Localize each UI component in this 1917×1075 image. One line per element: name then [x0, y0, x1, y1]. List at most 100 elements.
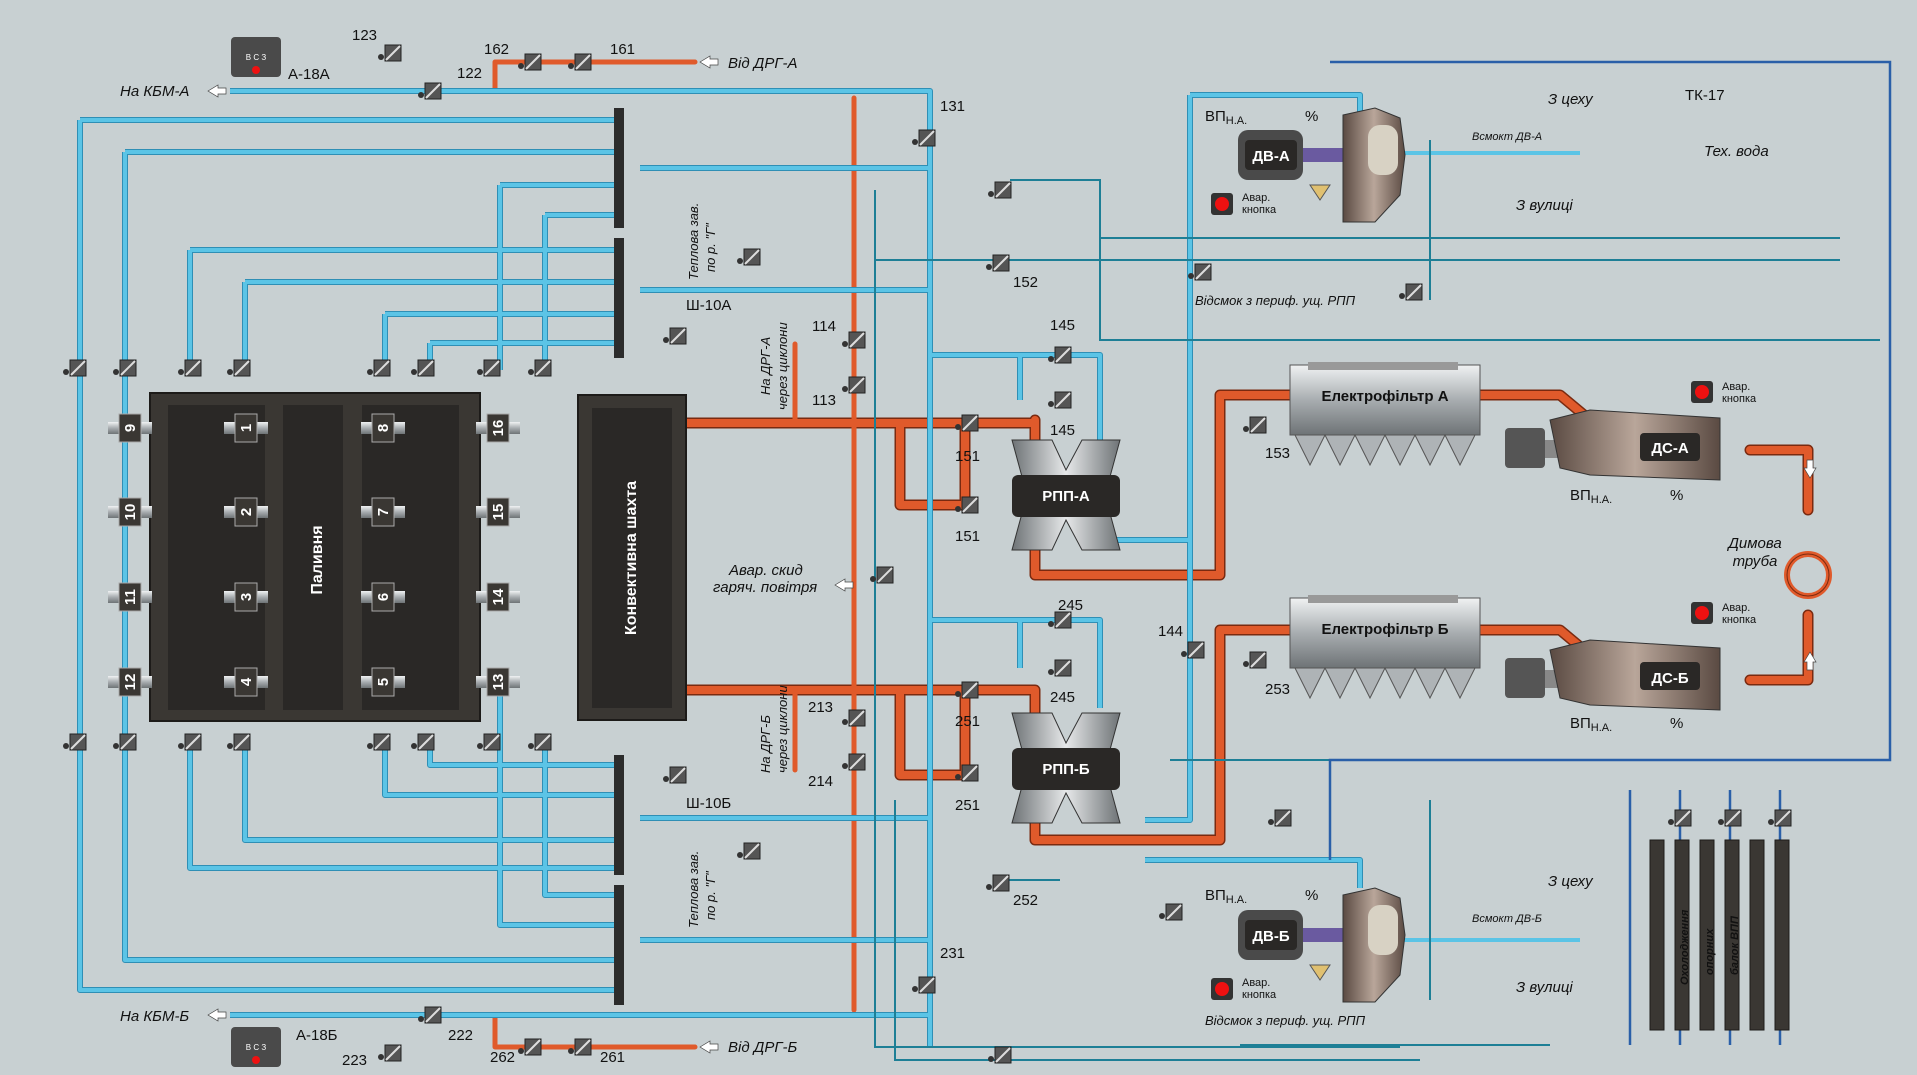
valve[interactable] — [411, 359, 435, 377]
valve-number-161: 161 — [610, 41, 635, 58]
burner-4[interactable]: 4 — [224, 667, 268, 697]
valve[interactable] — [477, 359, 501, 377]
svg-text:В С З: В С З — [246, 1043, 267, 1052]
ds-a-label: ДС-А — [1651, 440, 1689, 457]
valve[interactable] — [842, 753, 866, 771]
valve[interactable] — [1768, 809, 1792, 827]
valve[interactable] — [227, 733, 251, 751]
valve[interactable] — [418, 82, 442, 100]
valve[interactable] — [870, 566, 894, 584]
valve[interactable] — [955, 764, 979, 782]
valve[interactable] — [418, 1006, 442, 1024]
valve[interactable] — [842, 331, 866, 349]
valve[interactable] — [227, 359, 251, 377]
valve[interactable] — [1399, 283, 1423, 301]
valve[interactable] — [528, 733, 552, 751]
valve[interactable] — [1048, 346, 1072, 364]
valve[interactable] — [378, 1044, 402, 1062]
burner-1[interactable]: 1 — [224, 413, 268, 443]
valve[interactable] — [518, 1038, 542, 1056]
valve[interactable] — [1243, 651, 1267, 669]
burner-12[interactable]: 12 — [108, 667, 152, 697]
valve[interactable] — [842, 376, 866, 394]
valve[interactable] — [528, 359, 552, 377]
valve[interactable] — [1268, 809, 1292, 827]
emergency-button-dv-b[interactable]: Авар. кнопка — [1211, 977, 1277, 1001]
valve[interactable] — [986, 254, 1010, 272]
valve[interactable] — [986, 874, 1010, 892]
ds-b-label: ДС-Б — [1651, 670, 1689, 687]
valve[interactable] — [912, 129, 936, 147]
flow-arrows — [207, 55, 1817, 1054]
valve[interactable] — [737, 842, 761, 860]
burner-5[interactable]: 5 — [361, 667, 405, 697]
burner-2[interactable]: 2 — [224, 497, 268, 527]
valve[interactable] — [1048, 659, 1072, 677]
valve[interactable] — [955, 414, 979, 432]
valve[interactable] — [178, 359, 202, 377]
valve[interactable] — [663, 766, 687, 784]
valve[interactable] — [367, 359, 391, 377]
valve-number-252: 252 — [1013, 892, 1038, 909]
emergency-button-dv-a[interactable]: Авар. кнопка — [1211, 192, 1277, 216]
a18a-label: А-18А — [288, 66, 330, 83]
valve[interactable] — [178, 733, 202, 751]
valve[interactable] — [113, 733, 137, 751]
valve[interactable] — [411, 733, 435, 751]
valve[interactable] — [912, 976, 936, 994]
emergency-button-ds-b[interactable]: Авар. кнопка — [1691, 602, 1757, 626]
valve[interactable] — [1188, 263, 1212, 281]
valve[interactable] — [1159, 903, 1183, 921]
valve[interactable] — [1668, 809, 1692, 827]
burner-7[interactable]: 7 — [361, 497, 405, 527]
valve[interactable] — [988, 1046, 1012, 1064]
valve[interactable] — [518, 53, 542, 71]
burner-label: 6 — [375, 593, 392, 601]
valve-number-131: 131 — [940, 98, 965, 115]
burner-3[interactable]: 3 — [224, 582, 268, 612]
burner-11[interactable]: 11 — [108, 582, 152, 612]
valve-number-214: 214 — [808, 773, 833, 790]
burner-14[interactable]: 14 — [476, 582, 520, 612]
valve[interactable] — [63, 359, 87, 377]
valve[interactable] — [1048, 391, 1072, 409]
burner-8[interactable]: 8 — [361, 413, 405, 443]
valve[interactable] — [737, 248, 761, 266]
valve[interactable] — [477, 733, 501, 751]
valve[interactable] — [568, 53, 592, 71]
burner-16[interactable]: 16 — [476, 413, 520, 443]
svg-text:%: % — [1305, 887, 1318, 904]
valve[interactable] — [367, 733, 391, 751]
valve-number-151: 151 — [955, 448, 980, 465]
burner-9[interactable]: 9 — [108, 413, 152, 443]
panel-a18a[interactable]: В С З А-18А — [231, 37, 330, 83]
valve-number-223: 223 — [342, 1052, 367, 1069]
filter-a: Електрофільтр А — [1289, 362, 1481, 467]
burner-10[interactable]: 10 — [108, 497, 152, 527]
burner-label: 11 — [122, 589, 139, 605]
valve-number-253: 253 — [1265, 681, 1290, 698]
valve[interactable] — [842, 709, 866, 727]
valve[interactable] — [955, 681, 979, 699]
valve[interactable] — [378, 44, 402, 62]
valve[interactable] — [1048, 611, 1072, 629]
panel-a18b[interactable]: В С З А-18Б — [231, 1027, 338, 1067]
from-street-a-label: З вулиці — [1516, 197, 1573, 214]
burner-label: 1 — [238, 424, 255, 432]
valve[interactable] — [1718, 809, 1742, 827]
burner-13[interactable]: 13 — [476, 667, 520, 697]
valve[interactable] — [1243, 416, 1267, 434]
air-lines-light — [78, 89, 1580, 1047]
rpp-a: РПП-А — [1011, 439, 1121, 551]
valve[interactable] — [63, 733, 87, 751]
valve[interactable] — [955, 496, 979, 514]
burner-6[interactable]: 6 — [361, 582, 405, 612]
valve[interactable] — [988, 181, 1012, 199]
emerg-dump-label: Авар. скид — [728, 562, 803, 579]
valve[interactable] — [1181, 641, 1205, 659]
valve[interactable] — [568, 1038, 592, 1056]
valve[interactable] — [663, 327, 687, 345]
emergency-button-ds-a[interactable]: Авар. кнопка — [1691, 381, 1757, 405]
burner-15[interactable]: 15 — [476, 497, 520, 527]
valve[interactable] — [113, 359, 137, 377]
